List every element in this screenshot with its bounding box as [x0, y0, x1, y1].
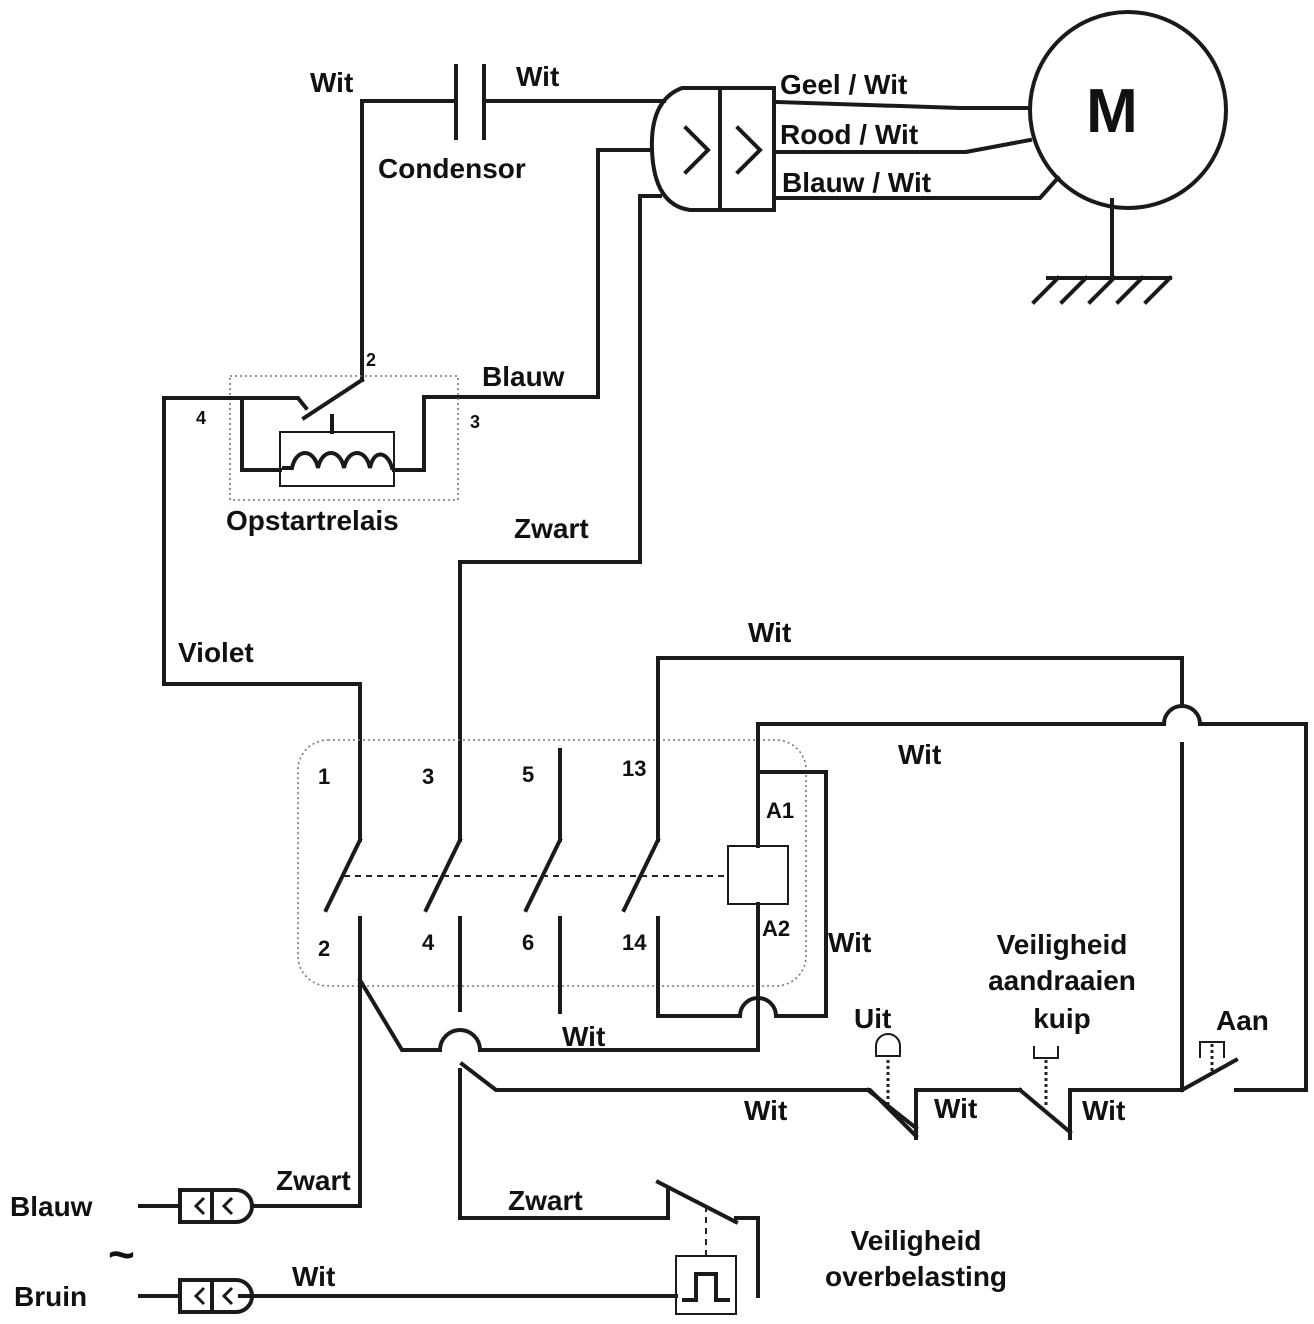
plug-blauw-icon	[138, 1188, 254, 1224]
coil-a1: A1	[766, 798, 794, 823]
start-relay	[229, 375, 459, 501]
safety-tub-line1: Veiligheid	[997, 929, 1128, 960]
motor-label: M	[1086, 77, 1138, 146]
condensor-label: Condensor	[378, 153, 526, 184]
wire-label-wit-after: Wit	[1082, 1095, 1125, 1126]
wire-label-violet: Violet	[178, 637, 254, 668]
overload-switch	[655, 1179, 760, 1315]
aan-label: Aan	[1216, 1005, 1269, 1036]
contact-14: 14	[622, 930, 647, 955]
relay-pin-4: 4	[196, 408, 206, 428]
contact-3: 3	[422, 764, 434, 789]
motor: M	[1028, 10, 1228, 305]
wire-label-wit-mid: Wit	[898, 739, 941, 770]
wire-label-wit-uit: Wit	[744, 1095, 787, 1126]
coil-a2: A2	[762, 916, 790, 941]
wire-label-motor-1: Geel / Wit	[780, 69, 907, 100]
contactor-coil	[727, 845, 789, 905]
wire-label-cap-right: Wit	[516, 61, 559, 92]
wire-label-motor-2: Rood / Wit	[780, 119, 918, 150]
wire-label-blauw: Blauw	[482, 361, 565, 392]
safety-tub-line2: aandraaien	[988, 965, 1136, 996]
contact-2: 2	[318, 936, 330, 961]
ground-icon	[1031, 275, 1173, 305]
relay-box	[229, 375, 459, 501]
contact-5: 5	[522, 762, 534, 787]
uit-label: Uit	[854, 1003, 891, 1034]
wire-label-wit-coil: Wit	[828, 927, 871, 958]
safety-overload-line2: overbelasting	[825, 1261, 1007, 1292]
uit-switch	[865, 1033, 919, 1140]
wire-label-zwart-in: Zwart	[276, 1165, 351, 1196]
supply-bruin-label: Bruin	[14, 1281, 87, 1312]
wire-label-motor-3: Blauw / Wit	[782, 167, 931, 198]
contact-13: 13	[622, 756, 646, 781]
wire-label-wit-between: Wit	[934, 1093, 977, 1124]
safety-overload-line1: Veiligheid	[851, 1225, 982, 1256]
aan-switch	[1179, 1041, 1239, 1093]
wire-label-zwart-top: Zwart	[514, 513, 589, 544]
wire-label-zwart-overload: Zwart	[508, 1185, 583, 1216]
relay-label: Opstartrelais	[226, 505, 399, 536]
safety-tub-line3: kuip	[1033, 1003, 1091, 1034]
wire-label-wit-bottom: Wit	[562, 1021, 605, 1052]
condensor-capacitor	[454, 64, 486, 140]
plug-bruin-icon	[138, 1278, 254, 1314]
contactor	[297, 722, 807, 1018]
wire-label-cap-left: Wit	[310, 67, 353, 98]
supply-blauw-label: Blauw	[10, 1191, 93, 1222]
wire-label-wit-in: Wit	[292, 1261, 335, 1292]
wire-label-wit-top: Wit	[748, 617, 791, 648]
contact-4: 4	[422, 930, 435, 955]
safety-tub-switch	[1017, 1046, 1073, 1140]
contactor-box	[297, 739, 807, 987]
motor-connector	[649, 86, 776, 212]
contact-1: 1	[318, 764, 330, 789]
relay-pin-3: 3	[470, 412, 480, 432]
ac-symbol: ~	[108, 1228, 135, 1280]
contact-6: 6	[522, 930, 534, 955]
relay-pin-2: 2	[366, 350, 376, 370]
